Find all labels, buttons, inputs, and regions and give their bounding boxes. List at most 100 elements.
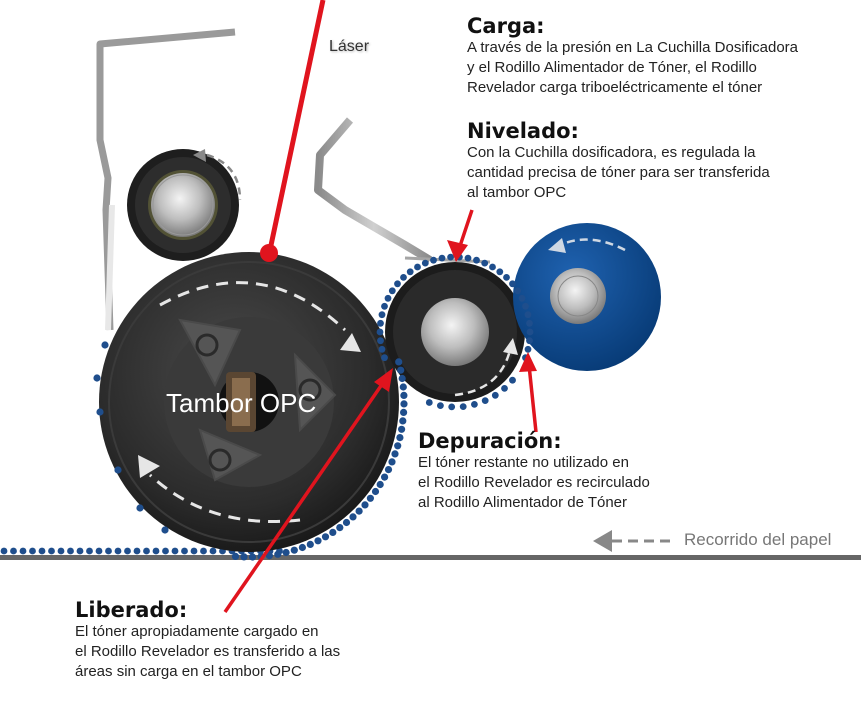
toner-dot [248, 553, 257, 561]
drum-rotation-arrow-top [159, 281, 347, 332]
toner-dot [414, 263, 421, 271]
liberado-line-1: El tóner apropiadamente cargado en [75, 623, 319, 640]
toner-dot [391, 450, 399, 458]
arrow-depuracion [519, 352, 538, 433]
toner-dot [398, 374, 406, 383]
toner-dot [514, 287, 522, 295]
toner-dot [394, 280, 401, 288]
toner-dot [321, 533, 330, 541]
toner-dot [329, 528, 337, 537]
toner-dot [376, 328, 384, 336]
toner-dot [282, 548, 290, 557]
carga-line-3: Revelador carga triboeléctricamente el t… [467, 79, 763, 96]
toner-dot [384, 294, 392, 302]
toner-dot [181, 547, 188, 555]
laser-point [260, 244, 278, 262]
toner-dot [209, 547, 217, 555]
carga-line-2: y el Rodillo Alimentador de Tóner, el Ro… [467, 59, 757, 76]
toner-dot [526, 319, 533, 327]
toner-dot [459, 403, 467, 410]
liberado-line-2: el Rodillo Revelador es transferido a la… [75, 643, 341, 660]
toner-dot [336, 524, 344, 532]
section-depuracion: Depuración: El tóner restante no utiliza… [418, 429, 650, 513]
charge-roller [127, 149, 239, 261]
toner-dot [114, 466, 122, 474]
toner-dot [67, 547, 74, 555]
laser-label: Láser [329, 38, 370, 55]
toner-dot [438, 254, 446, 262]
toner-dot [437, 402, 444, 409]
toner-dot [400, 408, 408, 416]
opc-drum [99, 252, 399, 552]
toner-dot [381, 354, 388, 362]
toner-dot [526, 337, 533, 345]
depuracion-line-2: el Rodillo Revelador es recirculado [418, 474, 650, 491]
toner-dot [143, 547, 150, 555]
toner-dot [388, 458, 396, 466]
toner-dot [388, 287, 396, 295]
toner-dot [377, 337, 384, 345]
toner-dot [501, 385, 508, 392]
toner-dot [162, 547, 169, 555]
liberado-line-3: áreas sin carga en el tambor OPC [75, 663, 302, 680]
laser-beam [267, 0, 326, 251]
toner-dot [19, 547, 27, 555]
toner-dot [378, 345, 386, 353]
toner-dot [509, 376, 516, 384]
cleaning-blade [96, 28, 236, 331]
carga-line-1: A través de la presión en La Cuchilla Do… [467, 39, 799, 56]
toner-dot [448, 403, 456, 411]
toner-dot [518, 294, 526, 302]
toner-dot [406, 268, 414, 276]
toner-dot [57, 547, 65, 555]
toner-dot [355, 507, 363, 515]
toner-dot [400, 391, 408, 399]
toner-dot [231, 552, 240, 561]
toner-feed-roller [513, 223, 661, 371]
section-nivelado: Nivelado: Con la Cuchilla dosificadora, … [467, 119, 770, 203]
toner-dot [290, 546, 298, 554]
toner-dot [96, 408, 104, 416]
toner-dot [396, 434, 404, 442]
toner-dot [473, 256, 480, 264]
toner-dot [349, 513, 357, 521]
toner-dot [190, 547, 198, 555]
toner-dot [342, 518, 351, 527]
toner-dot [471, 401, 478, 408]
paper-toner-dots [0, 547, 283, 555]
toner-dot [314, 537, 322, 545]
paper-path-label: Recorrido del papel [684, 530, 832, 549]
toner-dot [381, 302, 388, 310]
toner-dot [371, 487, 380, 496]
arrow-liberado [223, 368, 393, 613]
toner-dot [48, 547, 55, 555]
toner-dot [171, 547, 179, 555]
toner-dot [114, 547, 122, 555]
toner-dot [524, 311, 532, 319]
paper-direction-arrow [593, 530, 676, 552]
toner-dot [491, 391, 499, 399]
toner-particles [93, 253, 534, 561]
toner-dot [377, 319, 384, 327]
toner-dot [10, 547, 17, 555]
toner-dot [395, 358, 403, 366]
toner-dot [361, 501, 369, 509]
toner-dot [133, 547, 141, 555]
feed-rotation-arrow [559, 238, 626, 252]
toner-dot [105, 547, 112, 555]
toner-dot [399, 383, 407, 391]
toner-dot [298, 543, 306, 552]
toner-dot [509, 280, 516, 288]
drum-label: Tambor OPC [166, 388, 317, 418]
toner-dot [526, 328, 534, 336]
toner-dot [381, 473, 389, 481]
charge-roller-rotation-arrow [206, 153, 242, 201]
paper-path-line [0, 555, 861, 560]
toner-dot [384, 466, 393, 474]
drum-rotation-arrow-bottom [148, 473, 301, 524]
toner-dot [481, 397, 489, 404]
toner-dot [29, 547, 36, 555]
toner-dot [496, 268, 504, 276]
toner-dot [481, 259, 489, 267]
toner-dot [0, 547, 8, 555]
